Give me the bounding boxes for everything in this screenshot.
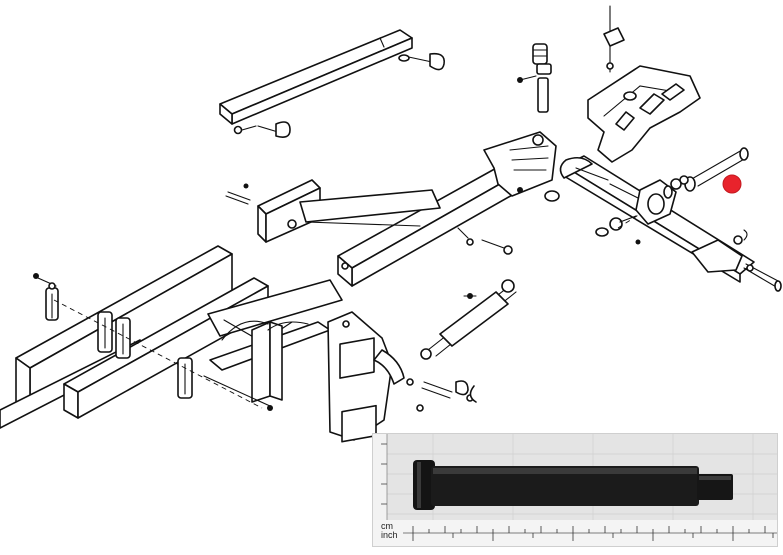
beam-clip-pin xyxy=(398,52,446,71)
upper-arm-beam xyxy=(219,29,413,125)
part-photo xyxy=(373,434,777,546)
vertical-ruler xyxy=(373,434,388,520)
beam-pin xyxy=(233,121,291,138)
u-bolt-clamps xyxy=(33,273,273,411)
hydraulic-cylinder xyxy=(420,279,517,360)
ruler-unit-inch: inch xyxy=(381,530,398,540)
top-hinge-pin xyxy=(603,5,625,73)
left-pin xyxy=(225,183,251,205)
frame-pins xyxy=(416,380,477,412)
main-boom-arm xyxy=(337,131,560,287)
mounting-plate xyxy=(327,311,414,443)
axle-washers xyxy=(595,175,689,245)
cross-member xyxy=(257,179,441,243)
axle-assembly xyxy=(559,155,782,292)
bushing-stack xyxy=(532,43,552,113)
center-bolt xyxy=(517,75,537,83)
hitch-bracket xyxy=(587,65,701,163)
ruler-unit-cm: cm xyxy=(381,521,393,531)
part-photo-inset: cm inch xyxy=(372,433,778,547)
pin-part-image xyxy=(413,460,733,510)
horizontal-ruler xyxy=(373,520,777,546)
pin-washer-set xyxy=(457,227,513,255)
highlight-dot-icon xyxy=(722,174,742,194)
main-frame xyxy=(0,245,343,429)
